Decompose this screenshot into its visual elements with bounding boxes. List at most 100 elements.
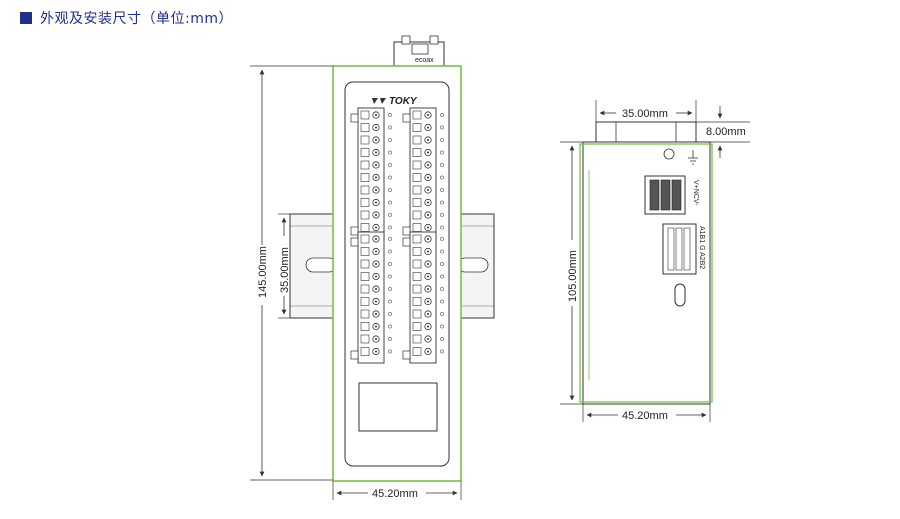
terminal-led	[440, 237, 444, 241]
terminal-screw-center	[427, 313, 429, 315]
side-top-bracket	[595, 121, 697, 143]
terminal-screw-center	[427, 350, 429, 353]
terminal-screw-center	[375, 263, 377, 265]
side-width-label: 45.20mm	[622, 410, 668, 422]
terminal-tab	[402, 226, 411, 236]
side-dim-height: 105.00mm	[560, 141, 583, 405]
terminal-screw-center	[375, 176, 377, 179]
front-rail-label: 35.00mm	[279, 247, 291, 293]
terminal-screw-center	[375, 126, 377, 129]
terminal-led	[388, 175, 392, 180]
terminal-led	[440, 312, 444, 316]
terminal-pin	[412, 210, 422, 220]
terminal-pin	[412, 259, 422, 269]
terminal-led	[440, 337, 444, 341]
side-led-slot	[674, 283, 686, 307]
terminal-pin	[360, 234, 370, 244]
terminal-led	[388, 188, 392, 192]
terminal-screw-center	[427, 139, 429, 141]
side-top-height-label: 8.00mm	[706, 126, 746, 138]
brand-logo: TOKY	[372, 96, 418, 107]
terminal-pin	[412, 160, 422, 170]
terminal-screw-center	[375, 325, 377, 328]
terminal-pin	[360, 247, 370, 256]
terminal-led	[388, 213, 392, 217]
terminal-screw-center	[427, 226, 429, 229]
terminal-screw-center	[375, 189, 377, 191]
terminal-pin	[360, 173, 370, 182]
terminal-pin	[412, 173, 422, 182]
terminal-pin	[412, 284, 422, 294]
terminal-screw-center	[427, 300, 429, 303]
front-dim-height: 145.00mm	[250, 65, 333, 481]
top-connector: ecoax	[393, 35, 445, 67]
side-view: V+NCV- A1B1 G A2B2 35.00mm 8.00mm	[560, 100, 750, 422]
terminal-led	[388, 249, 392, 254]
terminal-led	[388, 237, 392, 241]
side-dim-width: 45.20mm	[582, 404, 711, 422]
side-dim-top-height: 8.00mm	[696, 106, 750, 158]
terminal-pin	[412, 234, 422, 244]
terminal-pin	[360, 334, 370, 344]
terminal-screw-center	[375, 350, 377, 353]
rail-slot-left	[305, 257, 337, 273]
terminal-pin	[360, 259, 370, 269]
terminal-pin	[412, 247, 422, 256]
terminal-pin	[412, 272, 422, 281]
side-height-label: 105.00mm	[567, 250, 579, 302]
front-dim-width: 45.20mm	[332, 481, 462, 500]
front-view: ecoax TOKY 145.00mm 35.00mm	[250, 35, 495, 500]
terminal-tab	[350, 226, 359, 236]
terminal-pin	[412, 198, 422, 207]
terminal-led	[440, 163, 444, 167]
terminal-led	[440, 138, 444, 142]
terminal-led	[388, 274, 392, 279]
terminal-screw-center	[375, 164, 377, 166]
terminal-screw-center	[375, 338, 377, 340]
terminal-led	[388, 287, 392, 291]
terminal-screw-center	[375, 151, 377, 154]
terminal-screw-center	[427, 238, 429, 240]
terminal-tab	[350, 350, 359, 360]
terminal-screw-center	[375, 114, 377, 116]
terminal-led	[388, 324, 392, 329]
terminal-screw-center	[427, 176, 429, 179]
comm-label: A1B1 G A2B2	[698, 226, 705, 269]
terminal-pin	[360, 148, 370, 157]
terminal-led	[440, 213, 444, 217]
terminal-screw-center	[375, 288, 377, 290]
terminal-led	[388, 113, 392, 117]
terminal-screw-center	[375, 226, 377, 229]
terminal-led	[388, 337, 392, 341]
section-title: 外观及安装尺寸（单位:mm）	[20, 8, 233, 28]
terminal-screw-center	[427, 214, 429, 216]
terminal-screw-center	[427, 325, 429, 328]
terminal-pin	[360, 185, 370, 195]
terminal-pin	[360, 160, 370, 170]
terminal-screw-center	[427, 114, 429, 116]
terminal-tab	[402, 350, 411, 360]
side-top-width-label: 35.00mm	[622, 108, 668, 120]
terminal-led	[440, 125, 444, 130]
terminal-led	[440, 113, 444, 117]
terminal-screw-center	[375, 201, 377, 204]
rail-slot-right	[457, 257, 489, 273]
terminal-led	[440, 225, 444, 230]
terminal-screw-center	[375, 250, 377, 253]
terminal-screw-center	[427, 201, 429, 204]
label-window	[358, 382, 438, 432]
terminal-led	[440, 324, 444, 329]
power-label: V+NCV-	[692, 180, 699, 206]
terminal-led	[440, 175, 444, 180]
connector-small-label: ecoax	[415, 57, 434, 64]
terminal-led	[388, 200, 392, 205]
terminal-pin	[360, 297, 370, 306]
terminal-pin	[412, 322, 422, 331]
terminal-led	[440, 287, 444, 291]
terminal-led	[388, 138, 392, 142]
terminal-led	[388, 150, 392, 155]
terminal-screw-center	[427, 126, 429, 129]
terminal-screw-center	[427, 250, 429, 253]
front-dim-rail: 35.00mm	[278, 213, 291, 319]
